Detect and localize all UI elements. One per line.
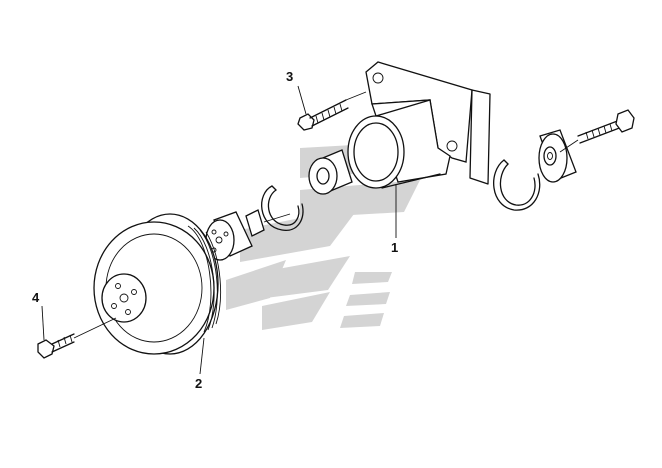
- bearing: [308, 149, 353, 195]
- water-pump-housing: [347, 61, 491, 189]
- pulley: [93, 213, 221, 355]
- callout-3: 3: [286, 69, 293, 84]
- retaining-ring: [261, 185, 304, 231]
- leader-lines: [41, 85, 397, 375]
- bolt-4: [37, 317, 117, 359]
- callout-2: 2: [195, 376, 202, 391]
- shaft-hub: [205, 209, 291, 261]
- seal-disc: [538, 129, 577, 183]
- bolt-3: [297, 91, 367, 131]
- bolt-right: [559, 109, 635, 153]
- callout-1: 1: [391, 240, 398, 255]
- snap-ring-right: [493, 159, 541, 211]
- callout-4: 4: [32, 290, 40, 305]
